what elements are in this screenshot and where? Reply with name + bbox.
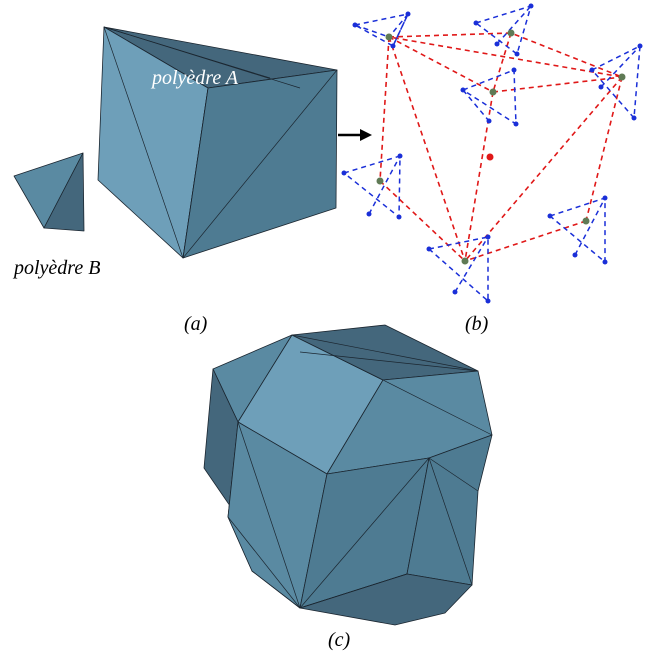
merged-face [406, 434, 493, 586]
panel-b: (b) [341, 3, 643, 335]
panel-c: (c) [203, 324, 493, 651]
polyhedron-a [97, 26, 338, 259]
merged-edge [299, 457, 430, 609]
red-wireframe [379, 32, 623, 262]
merged-edge [428, 457, 473, 586]
merged-edge [382, 379, 493, 436]
merged-edge [299, 573, 408, 609]
centroid-dots [376, 29, 626, 265]
blue-tetrahedra [342, 4, 641, 303]
panel-c-caption: (c) [328, 629, 351, 651]
polyhedron-b-label: polyèdre B [12, 257, 100, 279]
merged-edge [299, 351, 479, 372]
center-dot [486, 153, 494, 161]
merged-edge [227, 516, 301, 609]
polyhedron-a-edge [103, 26, 301, 89]
polyhedron-b [13, 152, 85, 232]
panel-b-caption: (b) [465, 313, 489, 335]
panel-a: polyèdre A polyèdre B (a) [12, 26, 338, 335]
right-arrow-icon [338, 129, 372, 141]
merged-polyhedron [203, 324, 493, 626]
polyhedron-a-edge [103, 26, 184, 259]
panel-a-caption: (a) [184, 313, 208, 335]
blue-vertex-dots [341, 3, 643, 304]
merged-edge [428, 457, 479, 492]
merged-edge [291, 334, 479, 372]
polyhedron-a-edge [182, 87, 209, 259]
polyhedron-a-label: polyèdre A [150, 67, 239, 89]
merged-edge [237, 421, 301, 609]
polyhedron-b-right-face [43, 152, 85, 232]
merged-face [227, 421, 328, 609]
polyhedron-a-edge [182, 69, 338, 259]
